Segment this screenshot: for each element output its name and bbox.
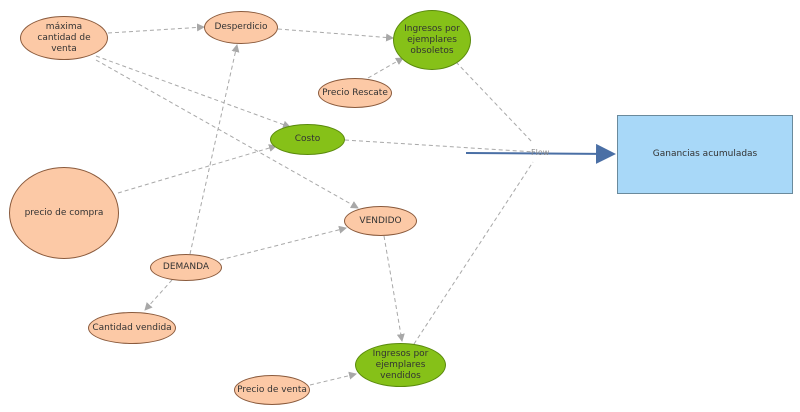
node-cantidad-vendida-label: Cantidad vendida [92, 322, 172, 333]
link-rescate-ingresos [367, 57, 404, 79]
stock-ganancias-acumuladas-label: Ganancias acumuladas [652, 149, 758, 159]
node-ingresos-ejemplares-obsoletos-label: Ingresos por ejemplares obsoletos [404, 23, 460, 56]
node-precio-de-compra-label: precio de compra [24, 207, 104, 218]
link-maxventa-desperdicio [107, 23, 205, 34]
flow-label: Flow [531, 148, 550, 157]
link-demanda-cantidad [144, 279, 173, 311]
node-demanda[interactable]: DEMANDA [150, 254, 222, 281]
link-vendido-ingresosvendidos [383, 235, 405, 342]
node-precio-de-venta[interactable]: Precio de venta [234, 375, 310, 405]
node-ingresos-ejemplares-vendidos[interactable]: Ingresos por ejemplares vendidos [355, 343, 446, 387]
node-maxima-cantidad-venta-label: máxima cantidad de venta [37, 21, 91, 54]
node-costo[interactable]: Costo [270, 124, 345, 155]
node-cantidad-vendida[interactable]: Cantidad vendida [88, 312, 176, 344]
link-demanda-vendido [219, 225, 347, 261]
node-demanda-label: DEMANDA [162, 262, 210, 272]
stock-ganancias-acumuladas[interactable]: Ganancias acumuladas [617, 115, 793, 194]
flow-arrow [465, 143, 616, 164]
node-ingresos-ejemplares-obsoletos[interactable]: Ingresos por ejemplares obsoletos [393, 10, 471, 70]
link-compra-costo [117, 144, 277, 194]
node-costo-label: Costo [294, 134, 321, 144]
link-desperdicio-ingresos [277, 28, 394, 42]
node-desperdicio-label: Desperdicio [214, 22, 268, 32]
node-precio-de-venta-label: Precio de venta [237, 384, 307, 395]
node-maxima-cantidad-venta[interactable]: máxima cantidad de venta [20, 16, 108, 60]
node-precio-de-compra[interactable]: precio de compra [9, 167, 119, 259]
node-ingresos-ejemplares-vendidos-label: Ingresos por ejemplares vendidos [372, 348, 429, 381]
link-obsoletos-flow [455, 61, 534, 144]
link-costo-flow [344, 139, 536, 153]
node-precio-rescate[interactable]: Precio Rescate [318, 78, 392, 108]
link-vendidos-flow [413, 161, 534, 345]
node-desperdicio[interactable]: Desperdicio [204, 11, 278, 44]
link-demanda-desperdicio [189, 44, 240, 255]
link-maxventa-costo [95, 55, 291, 129]
node-precio-rescate-label: Precio Rescate [322, 87, 388, 98]
link-precioventa-ingresosvendidos [309, 371, 357, 386]
node-vendido[interactable]: VENDIDO [344, 206, 417, 236]
link-maxventa-vendido [95, 59, 359, 209]
node-vendido-label: VENDIDO [359, 215, 402, 226]
